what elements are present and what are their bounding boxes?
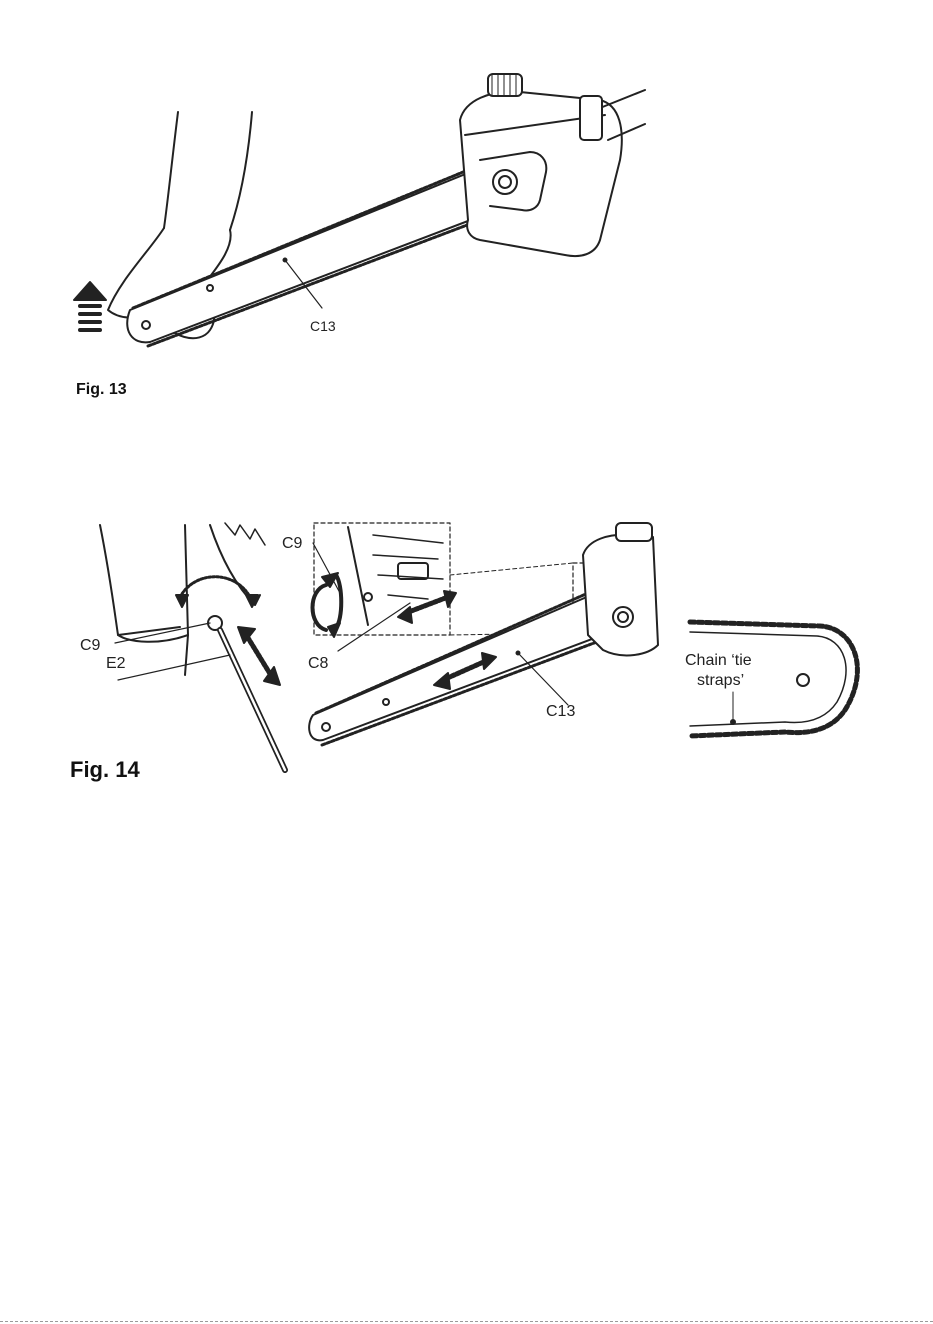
label-c13-fig14: C13 xyxy=(546,703,575,721)
label-c13-fig13: C13 xyxy=(310,318,336,334)
figure-13-caption: Fig. 13 xyxy=(76,381,127,399)
label-chain-tie-line2: straps’ xyxy=(697,672,744,690)
figure-14-caption: Fig. 14 xyxy=(70,757,140,783)
label-chain-tie-line1: Chain ‘tie xyxy=(685,652,752,670)
label-c9-left: C9 xyxy=(80,637,100,655)
figure-14-center-drawing xyxy=(278,515,663,765)
figure-14-left-panel: C9 E2 xyxy=(60,515,290,785)
label-e2: E2 xyxy=(106,655,126,673)
figure-14-chain-panel: Chain ‘tie straps’ xyxy=(685,610,870,745)
page-bottom-rule xyxy=(0,1321,933,1322)
label-c9-detail: C9 xyxy=(282,535,302,553)
figure-13-illustration: C13 xyxy=(60,60,660,360)
label-c8: C8 xyxy=(308,655,328,673)
figure-13-drawing xyxy=(60,60,660,360)
figure-14-center-panel: C9 C8 C13 xyxy=(278,515,663,765)
